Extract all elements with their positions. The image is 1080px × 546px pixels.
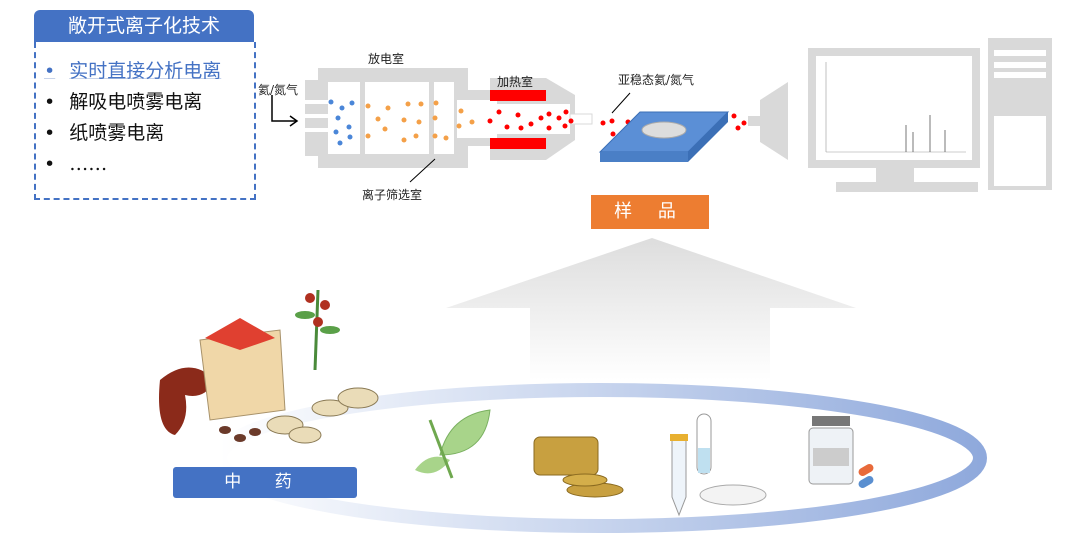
technique-list-box: 实时直接分析电离 解吸电喷雾电离 纸喷雾电离 …… xyxy=(34,42,256,200)
heating-chamber-label: 加热室 xyxy=(497,75,534,89)
herbal-medicine-label: 中 药 xyxy=(173,467,357,498)
list-item: …… xyxy=(44,149,254,180)
gas-label: 氦/氮气 xyxy=(258,83,299,97)
pill-bottle-icon xyxy=(808,416,874,488)
sample-plate xyxy=(598,111,730,162)
gas-arrow xyxy=(271,95,296,122)
orange-particles xyxy=(365,100,475,143)
sample-label: 样 品 xyxy=(591,195,709,229)
blue-particles xyxy=(328,99,355,146)
list-item: 实时直接分析电离 xyxy=(44,56,254,87)
leaf-icon xyxy=(415,409,491,479)
heater-top xyxy=(490,90,546,101)
discharge-chamber-label: 放电室 xyxy=(368,52,405,66)
up-arrow xyxy=(446,238,856,380)
test-tubes-icon xyxy=(670,413,767,517)
ellipse-ring xyxy=(213,383,987,533)
ion-filter-chamber-label: 离子筛选室 xyxy=(362,188,423,202)
computer-icon xyxy=(808,38,1052,192)
list-item: 纸喷雾电离 xyxy=(44,118,254,149)
list-item: 解吸电喷雾电离 xyxy=(44,87,254,118)
herbal-medicine-illustration xyxy=(159,289,379,444)
technique-box-title: 敞开式离子化技术 xyxy=(34,10,254,42)
heater-bottom xyxy=(490,138,546,149)
slices-icon xyxy=(533,436,624,498)
metastable-gas-label: 亚稳态氦/氮气 xyxy=(618,73,695,87)
